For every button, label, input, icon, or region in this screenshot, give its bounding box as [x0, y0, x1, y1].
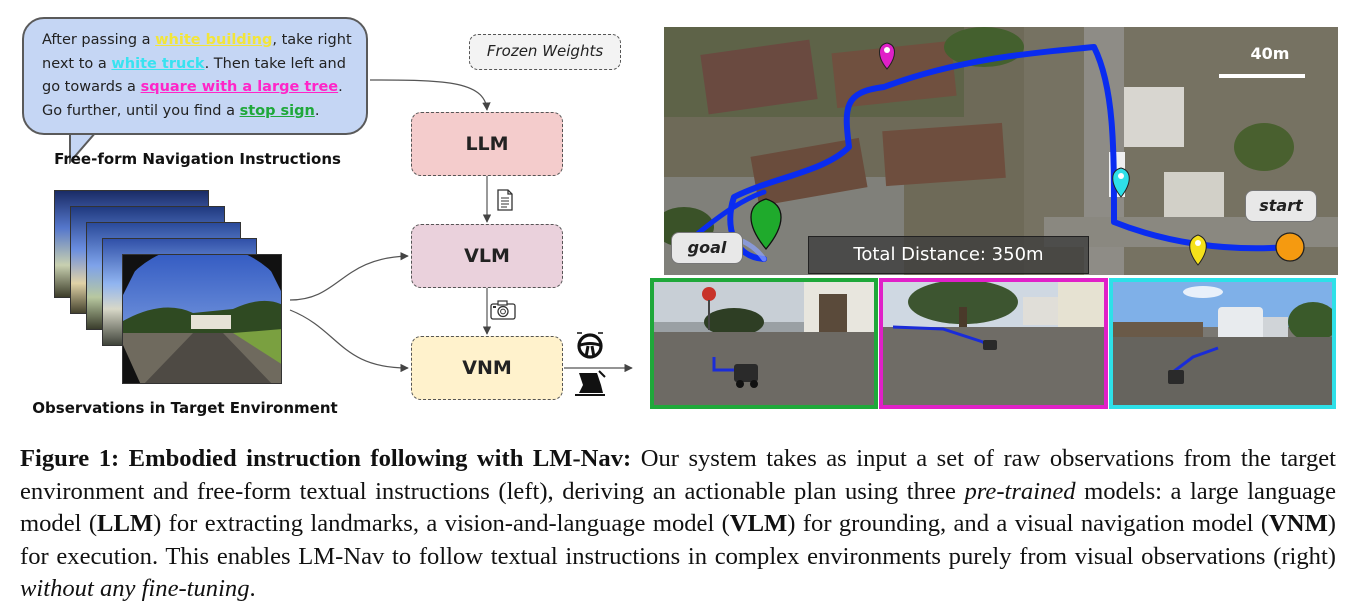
map-scale-bar [1219, 74, 1305, 78]
caption-vlm: VLM [729, 510, 788, 537]
frozen-weights-label: Frozen Weights [469, 34, 621, 70]
photo-large-tree [879, 278, 1108, 409]
document-icon [497, 189, 513, 211]
bubble-tail [69, 132, 98, 164]
goal-tag: goal [671, 232, 743, 264]
llm-box: LLM [411, 112, 563, 176]
magenta-pin [879, 42, 895, 70]
yellow-pin [1189, 234, 1207, 266]
instruction-text-2: , take right next to a [42, 32, 352, 72]
caption-text-1: Our system takes as input a set of raw o… [20, 445, 1336, 505]
goal-pin [750, 198, 782, 251]
observation-image-front [122, 254, 282, 384]
instruction-text-5: . [314, 102, 320, 119]
caption-llm: LLM [97, 510, 154, 537]
caption-text-4: ) for grounding, and a visual navigation… [787, 510, 1270, 537]
caption-text-2: models: a large language model ( [20, 477, 1336, 538]
landmark-white-truck: white truck [111, 55, 205, 72]
pedal-icon [575, 370, 606, 396]
vlm-label: VLM [464, 245, 510, 267]
llm-label: LLM [465, 133, 509, 155]
instruction-text-1: After passing a [42, 32, 156, 48]
vlm-box: VLM [411, 224, 563, 288]
start-marker [1275, 232, 1305, 262]
caption-text-5: ) for execution. This enables LM-Nav to … [20, 510, 1336, 570]
instructions-label: Free-form Navigation Instructions [54, 150, 341, 168]
vnm-box: VNM [411, 336, 563, 400]
steering-wheel-icon [577, 332, 603, 359]
caption-lead: Figure 1: Embodied instruction following… [20, 445, 632, 472]
caption-pretrained: pre-trained [964, 477, 1076, 505]
figure-caption: Figure 1: Embodied instruction following… [20, 443, 1336, 606]
caption-text-3: ) for extracting landmarks, a vision-and… [153, 510, 730, 537]
caption-text-6: . [249, 575, 256, 602]
robot-path [727, 44, 1292, 262]
observations-stack [50, 190, 290, 390]
camera-icon [490, 300, 516, 320]
landmark-stop-sign: stop sign [239, 102, 315, 119]
instruction-bubble: After passing a white building, take rig… [22, 17, 368, 135]
photo-stop-sign [650, 278, 878, 409]
observations-label: Observations in Target Environment [32, 399, 338, 417]
instruction-text-3: . Then take left and go towards a [42, 55, 346, 96]
instruction-text-4: . Go further, until you find a [42, 79, 343, 119]
vnm-label: VNM [462, 357, 512, 379]
caption-vnm: VNM [1269, 510, 1328, 537]
map-scale-label: 40m [1250, 44, 1290, 63]
total-distance: Total Distance: 350m [808, 236, 1089, 274]
satellite-map [664, 27, 1338, 275]
flow-arrows [289, 79, 633, 373]
caption-no-finetuning: without any fine-tuning [20, 575, 250, 602]
landmark-white-building: white building [155, 32, 273, 48]
photo-white-truck [1109, 278, 1336, 409]
start-tag: start [1245, 190, 1317, 222]
landmark-square-tree: square with a large tree [140, 79, 339, 95]
cyan-pin [1112, 167, 1130, 198]
